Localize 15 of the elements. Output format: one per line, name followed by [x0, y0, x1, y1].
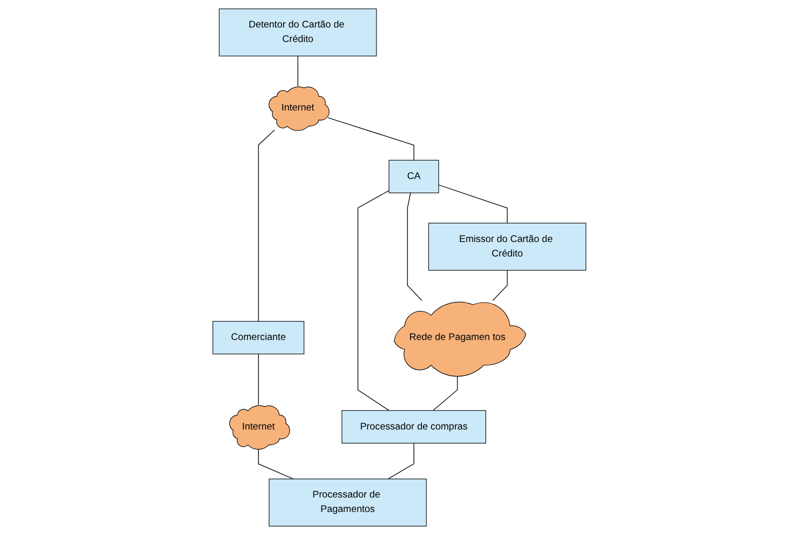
node-box: Comerciante — [212, 321, 304, 354]
connector — [432, 374, 458, 411]
node-box: Processador de Pagamentos — [268, 478, 426, 526]
node-box: Detentor do Cartão de Crédito — [218, 8, 376, 56]
connector — [406, 192, 422, 301]
connector — [258, 130, 275, 322]
connector — [357, 190, 390, 411]
node-box: Processador de compras — [341, 410, 486, 444]
connector — [327, 117, 414, 161]
node-box: CA — [388, 160, 439, 194]
connector — [438, 184, 508, 224]
node-box: Emissor do Cartão de Crédito — [428, 222, 586, 271]
connector — [258, 448, 294, 480]
connector — [297, 56, 298, 87]
connector — [492, 270, 508, 301]
